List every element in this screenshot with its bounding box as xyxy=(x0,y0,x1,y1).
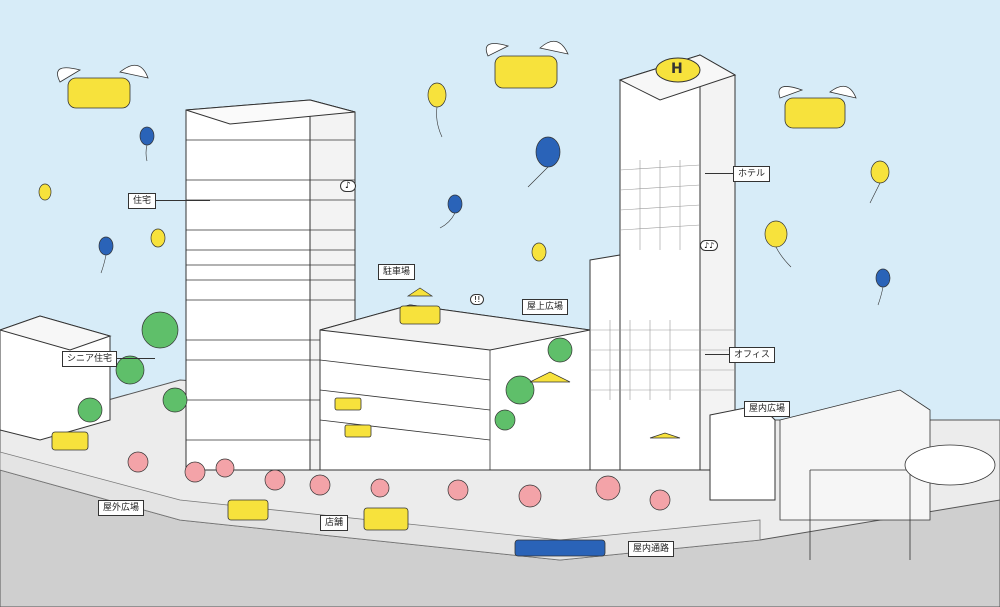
label-shops: 店舗 xyxy=(320,515,349,531)
balloons xyxy=(38,82,891,288)
label-office: オフィス xyxy=(729,347,775,363)
blossom-trees xyxy=(127,451,671,511)
tram xyxy=(514,539,606,557)
trees xyxy=(77,311,573,431)
speech-bubble: ♪ xyxy=(340,180,356,192)
label-senior-housing: シニア住宅 xyxy=(62,351,118,367)
sidewalk xyxy=(0,451,761,561)
label-indoor-plaza: 屋内広場 xyxy=(744,401,791,417)
helipad xyxy=(655,57,701,83)
vehicles xyxy=(51,305,441,531)
hotel-office-tower xyxy=(589,54,737,471)
label-parking: 駐車場 xyxy=(378,264,416,280)
speech-bubble: !! xyxy=(470,294,485,305)
flying-cars xyxy=(57,40,857,129)
speech-bubble: ♪♪ xyxy=(700,240,719,251)
parking-structure xyxy=(319,304,591,471)
label-rooftop-plaza: 屋上広場 xyxy=(522,299,569,315)
label-indoor-passage: 屋内通路 xyxy=(628,541,675,557)
leader-senior-housing xyxy=(115,358,155,359)
residential-floor-lines xyxy=(186,139,355,441)
label-outdoor-plaza: 屋外広場 xyxy=(98,500,145,516)
indoor-plaza-building xyxy=(709,404,776,501)
label-residence: 住宅 xyxy=(128,193,157,209)
label-hotel: ホテル xyxy=(733,166,771,182)
station-structure xyxy=(779,389,996,560)
hotel-window-grid xyxy=(590,160,735,400)
leader-office xyxy=(705,354,729,355)
balloon-strings xyxy=(100,106,884,306)
parking-floor-lines xyxy=(319,350,491,470)
yellow-canopies xyxy=(406,287,681,439)
leader-hotel xyxy=(705,173,733,174)
helipad-letter: H xyxy=(671,61,683,77)
leader-residence xyxy=(152,200,210,201)
